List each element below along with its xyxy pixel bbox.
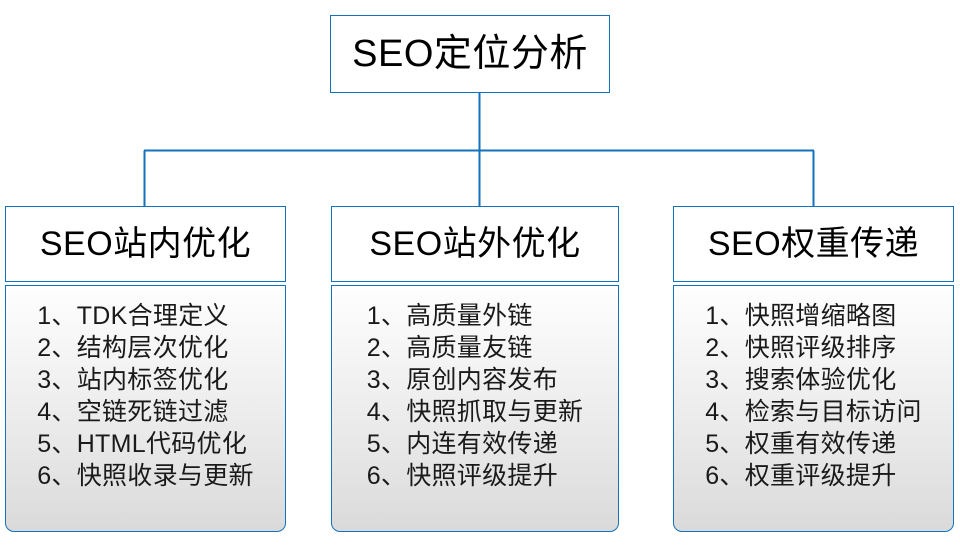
root-node-title: SEO定位分析 (352, 33, 588, 75)
root-node[interactable]: SEO定位分析 (330, 15, 610, 93)
list-item: 3、搜索体验优化 (705, 366, 897, 394)
branch-body-1: 1、TDK合理定义 2、结构层次优化 3、站内标签优化 4、空链死链过滤 5、H… (5, 285, 286, 532)
list-item: 3、原创内容发布 (366, 366, 558, 394)
branch-item-list-1: 1、TDK合理定义 2、结构层次优化 3、站内标签优化 4、空链死链过滤 5、H… (37, 300, 254, 492)
list-item: 4、空链死链过滤 (37, 398, 229, 426)
branch-body-2: 1、高质量外链 2、高质量友链 3、原创内容发布 4、快照抓取与更新 5、内连有… (331, 285, 619, 532)
branch-header-title-1: SEO站内优化 (39, 225, 252, 263)
branch-item-list-2: 1、高质量外链 2、高质量友链 3、原创内容发布 4、快照抓取与更新 5、内连有… (367, 300, 584, 492)
list-item: 5、内连有效传递 (366, 430, 558, 458)
list-item: 4、快照抓取与更新 (366, 398, 584, 426)
list-item: 5、权重有效传递 (705, 430, 897, 458)
list-item: 1、快照增缩略图 (705, 302, 897, 330)
list-item: 3、站内标签优化 (37, 366, 229, 394)
list-item: 1、TDK合理定义 (37, 302, 229, 330)
list-item: 4、检索与目标访问 (705, 398, 922, 426)
list-item: 6、快照收录与更新 (37, 462, 254, 490)
branch-column-3: SEO权重传递 1、快照增缩略图 2、快照评级排序 3、搜索体验优化 4、检索与… (673, 206, 954, 532)
branch-column-1: SEO站内优化 1、TDK合理定义 2、结构层次优化 3、站内标签优化 4、空链… (5, 206, 286, 532)
list-item: 2、结构层次优化 (37, 334, 229, 362)
branch-item-list-3: 1、快照增缩略图 2、快照评级排序 3、搜索体验优化 4、检索与目标访问 5、权… (705, 300, 922, 492)
branch-header-2[interactable]: SEO站外优化 (331, 206, 619, 282)
list-item: 5、HTML代码优化 (37, 430, 248, 458)
branch-header-3[interactable]: SEO权重传递 (673, 206, 954, 282)
branch-header-title-3: SEO权重传递 (707, 225, 920, 263)
list-item: 1、高质量外链 (366, 302, 533, 330)
list-item: 2、高质量友链 (366, 334, 533, 362)
list-item: 6、快照评级提升 (366, 462, 558, 490)
list-item: 2、快照评级排序 (705, 334, 897, 362)
branch-column-2: SEO站外优化 1、高质量外链 2、高质量友链 3、原创内容发布 4、快照抓取与… (331, 206, 619, 532)
branch-header-1[interactable]: SEO站内优化 (5, 206, 286, 282)
branch-body-3: 1、快照增缩略图 2、快照评级排序 3、搜索体验优化 4、检索与目标访问 5、权… (673, 285, 954, 532)
branch-header-title-2: SEO站外优化 (369, 225, 581, 263)
list-item: 6、权重评级提升 (705, 462, 897, 490)
